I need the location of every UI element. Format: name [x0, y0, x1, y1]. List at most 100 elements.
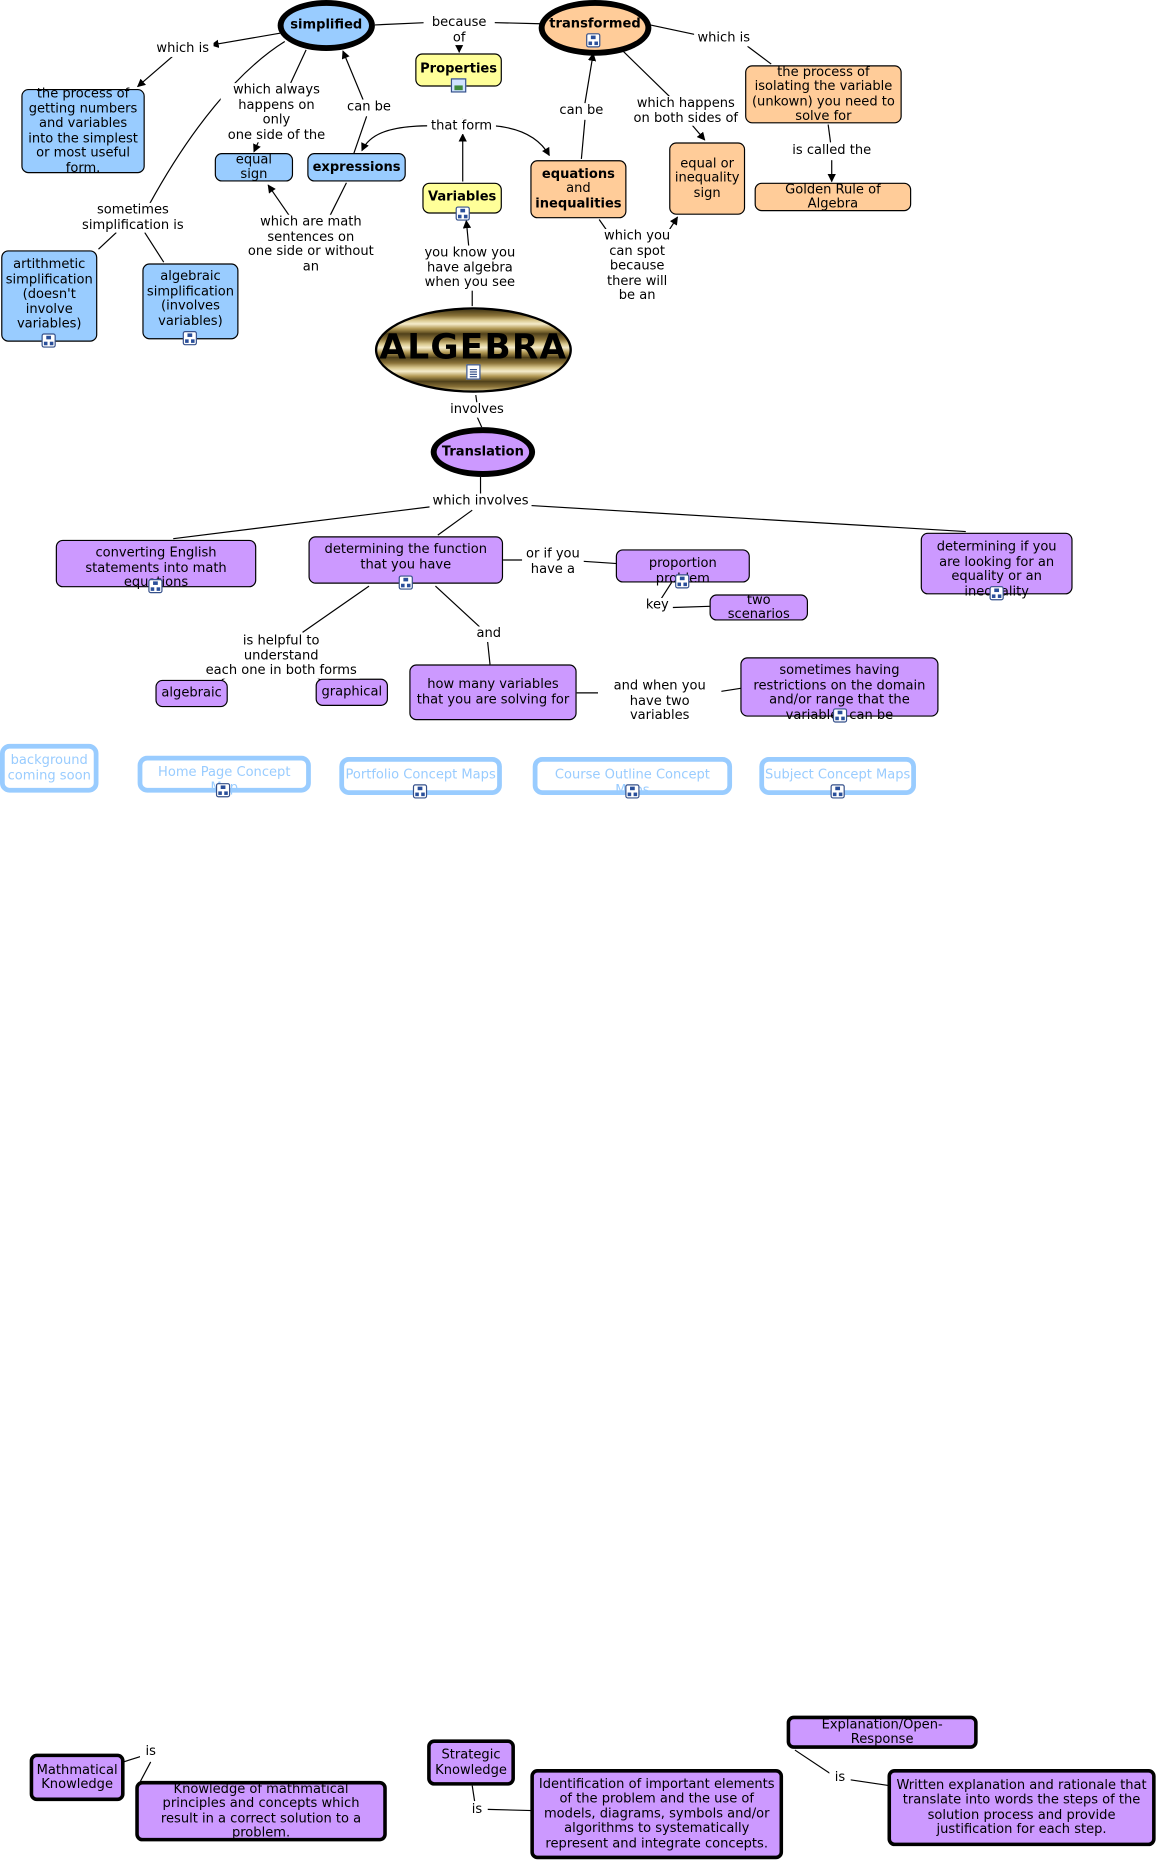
two-scenarios-node[interactable]: two scenarios — [709, 591, 808, 622]
how-many-variables-label: how many variables that you are solving … — [416, 676, 570, 707]
equations-label: equations — [541, 165, 615, 182]
concept-map-icon[interactable] — [832, 708, 848, 723]
algebraic-label: algebraic — [161, 684, 222, 701]
math-knowledge-node[interactable]: Mathmatical Knowledge — [29, 1753, 125, 1802]
algebraic-simplification-node[interactable]: algebraic simplification (involves varia… — [142, 263, 239, 340]
determining-function-label: determining the function that you have — [324, 541, 487, 572]
converting-node[interactable]: converting English statements into math … — [55, 539, 257, 589]
explanation-node[interactable]: Explanation/Open-Response — [786, 1715, 978, 1749]
concept-map-icon[interactable] — [215, 783, 231, 798]
nav-background-label: background coming soon — [7, 752, 91, 783]
link-key: key — [641, 597, 673, 613]
restrictions-node[interactable]: sometimes having restrictions on the dom… — [740, 657, 939, 722]
nav-background[interactable]: background coming soon — [0, 743, 99, 793]
link-can-be-right: can be — [556, 103, 607, 119]
strategic-knowledge-node[interactable]: Strategic Knowledge — [427, 1739, 515, 1786]
translation-node[interactable]: Translation — [430, 427, 536, 477]
link-which-always: which always happens on only one side of… — [220, 82, 333, 143]
link-is-2: is — [466, 1802, 488, 1818]
equations-and-label: and — [566, 180, 591, 197]
expressions-node[interactable]: expressions — [307, 153, 406, 182]
algebra-label: ALGEBRA — [379, 326, 568, 367]
algebra-node[interactable]: ALGEBRA — [374, 307, 572, 393]
golden-rule-label: Golden Rule of Algebra — [785, 180, 881, 212]
process-isolating-label: the process of isolating the variable (u… — [751, 63, 895, 124]
simplified-label: simplified — [290, 16, 363, 33]
link-can-be-left: can be — [344, 99, 394, 115]
explanation-desc-label: Written explanation and rationale that t… — [896, 1776, 1147, 1837]
equal-sign-node[interactable]: equal sign — [214, 152, 294, 182]
link-sometimes: sometimes simplification is — [78, 202, 188, 233]
arithmetic-node[interactable]: artithmetic simplification (doesn't invo… — [1, 250, 98, 342]
concept-map-icon[interactable] — [412, 784, 428, 799]
concept-map-icon[interactable] — [182, 331, 197, 346]
strategic-knowledge-label: Strategic Knowledge — [435, 1746, 507, 1777]
link-involves: involves — [443, 402, 511, 418]
link-is-3: is — [829, 1770, 851, 1786]
golden-rule-node[interactable]: Golden Rule of Algebra — [754, 180, 912, 212]
inequalities-label: inequalities — [535, 195, 622, 211]
process-simplest-label: the process of getting numbers and varia… — [28, 85, 138, 176]
math-knowledge-desc-node[interactable]: Knowledge of mathmatical principles and … — [135, 1781, 387, 1842]
how-many-variables-node[interactable]: how many variables that you are solving … — [409, 664, 577, 721]
concept-map-icon[interactable] — [586, 33, 601, 48]
transformed-label: transformed — [549, 15, 641, 31]
algebraic-node[interactable]: algebraic — [155, 679, 228, 708]
simplified-node[interactable]: simplified — [277, 0, 375, 52]
arithmetic-label: artithmetic simplification (doesn't invo… — [5, 256, 93, 332]
concept-map-icon[interactable] — [148, 579, 163, 594]
graphical-label: graphical — [321, 683, 383, 700]
math-knowledge-label: Mathmatical Knowledge — [36, 1761, 118, 1792]
variables-label: Variables — [427, 188, 497, 205]
restrictions-label: sometimes having restrictions on the dom… — [753, 662, 926, 722]
concept-map-icon[interactable] — [455, 206, 470, 221]
graphical-node[interactable]: graphical — [315, 678, 388, 706]
link-and: and — [473, 626, 505, 642]
expressions-label: expressions — [312, 158, 401, 175]
link-which-you-can-spot: which you can spot because there will be… — [600, 228, 674, 304]
link-which-are-math: which are math sentences on one side or … — [244, 214, 378, 275]
link-which-is-right: which is — [694, 30, 754, 46]
transformed-node[interactable]: transformed — [538, 0, 652, 56]
properties-node[interactable]: Properties — [415, 53, 502, 87]
strategic-knowledge-desc-node[interactable]: Identification of important elements of … — [530, 1769, 784, 1860]
equal-or-inequality-label: equal or inequality sign — [674, 155, 740, 201]
determining-equality-label: determining if you are looking for an eq… — [936, 538, 1057, 598]
process-simplest-node[interactable]: the process of getting numbers and varia… — [21, 85, 145, 176]
link-which-happens: which happens on both sides of — [628, 95, 743, 126]
link-because-of: because of — [423, 15, 495, 46]
equations-node[interactable]: equations and inequalities — [530, 160, 627, 219]
concept-map-icon[interactable] — [41, 333, 56, 348]
concept-map-icon[interactable] — [675, 574, 690, 589]
explanation-label: Explanation/Open-Response — [821, 1716, 943, 1747]
strategic-knowledge-desc-label: Identification of important elements of … — [538, 1775, 775, 1851]
nav-subject-label: Subject Concept Maps — [764, 766, 911, 782]
two-scenarios-label: two scenarios — [727, 591, 790, 622]
properties-label: Properties — [420, 60, 498, 76]
image-icon[interactable] — [450, 78, 467, 93]
determining-equality-node[interactable]: determining if you are looking for an eq… — [920, 532, 1073, 598]
link-which-is-left: which is — [151, 41, 214, 57]
concept-map-icon[interactable] — [398, 575, 413, 590]
equal-or-inequality-node[interactable]: equal or inequality sign — [669, 142, 746, 215]
document-icon[interactable] — [466, 364, 481, 380]
link-is-helpful: is helpful to understand each one in bot… — [202, 633, 360, 679]
link-that-form: that form — [427, 118, 496, 134]
link-and-when: and when you have two variables — [597, 678, 722, 724]
algebraic-simplification-label: algebraic simplification (involves varia… — [146, 268, 234, 329]
link-or-if-you: or if you have a — [522, 546, 584, 577]
concept-map-icon[interactable] — [625, 784, 640, 799]
link-is-1: is — [140, 1744, 162, 1759]
link-is-called-the: is called the — [787, 143, 876, 159]
process-isolating-node[interactable]: the process of isolating the variable (u… — [745, 63, 902, 124]
concept-map-icon[interactable] — [830, 784, 845, 799]
link-which-involves: which involves — [429, 493, 532, 509]
translation-label: Translation — [441, 443, 524, 459]
math-knowledge-desc-label: Knowledge of mathmatical principles and … — [160, 1780, 362, 1841]
link-you-know: you know you have algebra when you see — [420, 245, 520, 291]
explanation-desc-node[interactable]: Written explanation and rationale that t… — [887, 1769, 1156, 1847]
converting-label: converting English statements into math … — [85, 544, 227, 589]
concept-map-icon[interactable] — [989, 586, 1004, 601]
